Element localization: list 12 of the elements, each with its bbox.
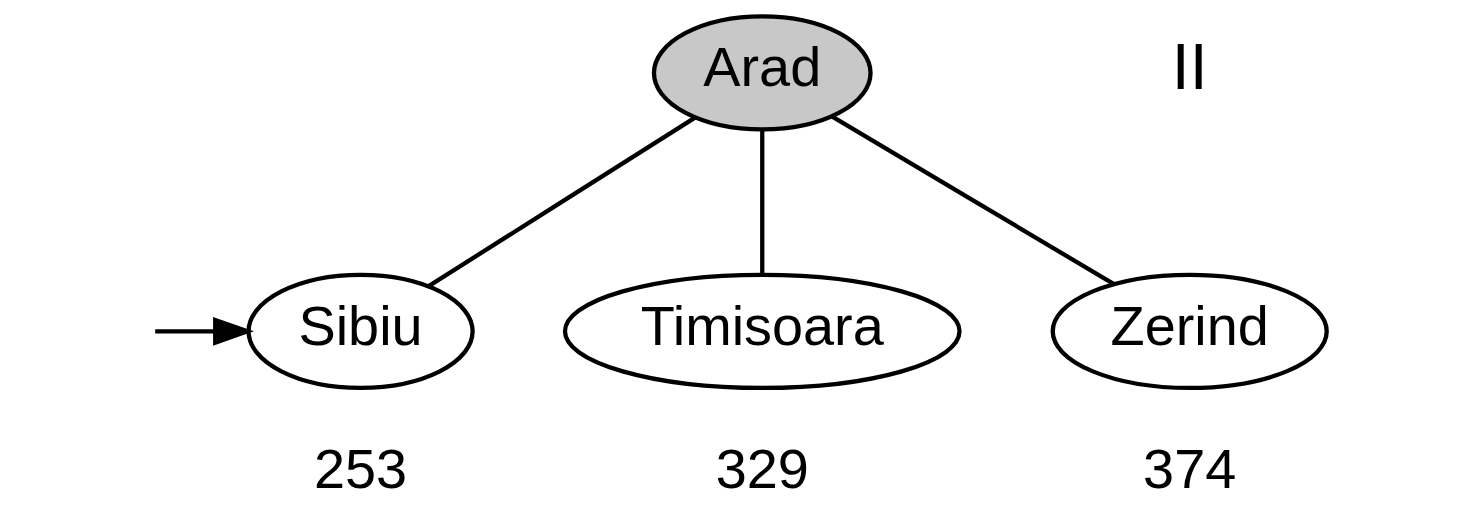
arrow bbox=[155, 317, 254, 346]
label: II bbox=[1171, 31, 1208, 104]
connector bbox=[427, 115, 697, 288]
node-ellipse: Timisoara bbox=[562, 272, 962, 391]
connector bbox=[760, 129, 765, 275]
node-ellipse: Arad bbox=[651, 14, 873, 132]
node-label: 374 bbox=[1143, 437, 1237, 501]
connector bbox=[830, 114, 1116, 287]
node-label: 253 bbox=[314, 437, 408, 501]
node-ellipse: Zerind bbox=[1050, 272, 1329, 391]
node-ellipse: Sibiu bbox=[246, 272, 475, 391]
node-label: 329 bbox=[715, 437, 809, 501]
